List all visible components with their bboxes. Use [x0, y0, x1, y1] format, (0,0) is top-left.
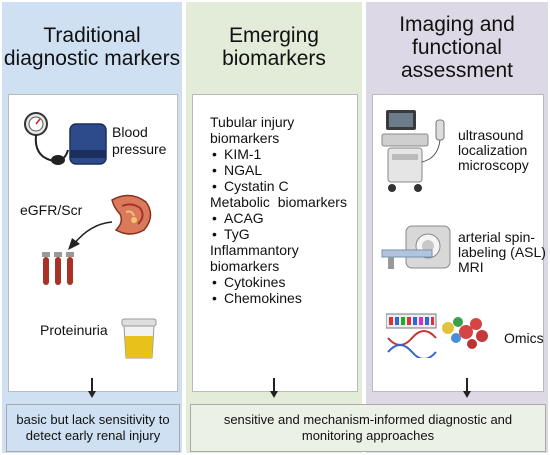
- ultrasound-machine-icon: [381, 110, 445, 192]
- tubular-injury-title: Tubular injury biomarkers: [210, 114, 295, 146]
- kidney-icon: [111, 194, 152, 235]
- biomarker-tyg-text: TyG: [224, 226, 250, 242]
- arrow-emerging-head: [270, 391, 278, 398]
- biomarker-cytokines-text: Cytokines: [224, 274, 286, 290]
- header-traditional-text: Traditional diagnostic markers: [3, 24, 181, 70]
- conclusion-emerging: sensitive and mechanism-informed diagnos…: [190, 404, 546, 452]
- ulm-label: ultrasound localization microscopy: [458, 127, 529, 173]
- proteinuria-label: Proteinuria: [40, 322, 108, 338]
- egfr-scr-label: eGFR/Scr: [20, 202, 83, 218]
- header-traditional: Traditional diagnostic markers: [2, 4, 182, 90]
- emerging-biomarker-list: Tubular injury biomarkers •KIM-1 •NGAL •…: [210, 114, 360, 306]
- arrow-traditional-head: [88, 391, 96, 398]
- blood-tubes-icon: [42, 252, 74, 285]
- biomarker-tyg: •TyG: [212, 226, 250, 242]
- biomarker-acag-text: ACAG: [224, 210, 264, 226]
- biomarker-kim1: •KIM-1: [212, 146, 262, 162]
- conclusion-traditional-text: basic but lack sensitivity to detect ear…: [16, 412, 170, 443]
- biomarker-chemokines: •Chemokines: [212, 290, 302, 306]
- header-imaging: Imaging and functional assessment: [366, 4, 548, 90]
- biomarker-cystatin-text: Cystatin C: [224, 178, 289, 194]
- biomarker-cytokines: •Cytokines: [212, 274, 286, 290]
- conclusion-emerging-text: sensitive and mechanism-informed diagnos…: [223, 412, 513, 443]
- biomarker-acag: •ACAG: [212, 210, 264, 226]
- header-emerging: Emerging biomarkers: [186, 4, 362, 90]
- arrow-emerging-shaft: [273, 378, 275, 392]
- panel-emerging: [192, 94, 358, 392]
- biomarker-kim1-text: KIM-1: [224, 146, 262, 162]
- blood-pressure-cuff-icon: [24, 112, 107, 165]
- urine-cup-icon: [121, 318, 157, 359]
- metabolic-title: Metabolic biomarkers: [210, 194, 347, 210]
- arrow-traditional-shaft: [91, 378, 93, 392]
- biomarker-cystatin: •Cystatin C: [212, 178, 289, 194]
- arrow-imaging-shaft: [466, 378, 468, 392]
- curved-arrow-icon: [68, 221, 113, 250]
- biomarker-chemokines-text: Chemokines: [224, 290, 302, 306]
- inflammatory-title: Inflammantory biomarkers: [210, 242, 299, 274]
- blood-pressure-label: Blood pressure: [112, 124, 167, 157]
- dna-protein-icon: [386, 313, 488, 358]
- asl-mri-label: arterial spin-labeling (ASL) MRI: [458, 229, 546, 275]
- omics-label: Omics: [504, 330, 544, 346]
- arrow-imaging-head: [463, 391, 471, 398]
- mri-scanner-icon: [381, 225, 451, 269]
- header-emerging-text: Emerging biomarkers: [222, 24, 326, 70]
- biomarker-ngal-text: NGAL: [224, 162, 263, 178]
- conclusion-traditional: basic but lack sensitivity to detect ear…: [6, 404, 180, 452]
- header-imaging-text: Imaging and functional assessment: [399, 12, 515, 82]
- biomarker-ngal: •NGAL: [212, 162, 263, 178]
